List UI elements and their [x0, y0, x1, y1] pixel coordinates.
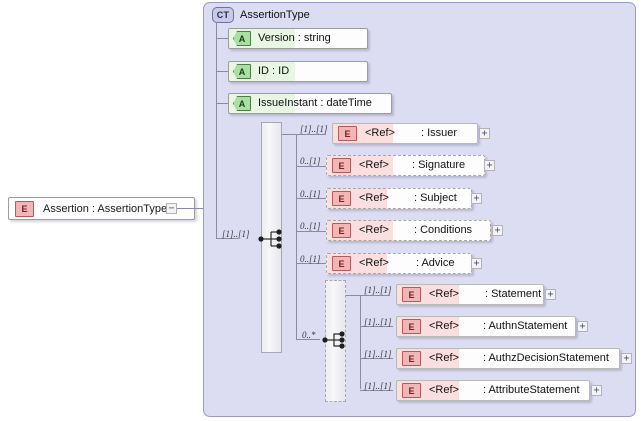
attribute-label: IssueInstant : dateTime — [258, 97, 372, 109]
element-ref: <Ref> — [429, 384, 459, 396]
sequence-cardinality: [1]..[1] — [222, 229, 250, 239]
connector-root-to-type — [177, 208, 203, 209]
attribute-row[interactable]: A Version : string — [228, 28, 368, 49]
child-cardinality: 0..[1] — [300, 189, 321, 199]
element-icon: E — [402, 287, 421, 302]
attribute-icon: A — [233, 64, 251, 79]
element-authnstatement[interactable]: E <Ref> : AuthnStatement — [396, 316, 576, 337]
child-cardinality: 0..[1] — [300, 156, 321, 166]
child-cardinality: 0..[1] — [300, 254, 321, 264]
connector-seq-1 — [282, 134, 326, 135]
element-name: : Issuer — [420, 127, 458, 139]
choice-cardinality: 0..* — [302, 330, 316, 340]
element-expand-toggle[interactable]: + — [545, 289, 556, 300]
element-attributestatement[interactable]: E <Ref> : AttributeStatement — [396, 380, 590, 401]
element-icon: E — [402, 319, 421, 334]
element-icon: E — [332, 191, 351, 206]
element-icon: E — [332, 158, 351, 173]
element-icon: E — [15, 200, 34, 217]
complextype-name: AssertionType — [240, 9, 310, 21]
attribute-row[interactable]: A IssueInstant : dateTime — [228, 93, 392, 114]
element-ref: <Ref> — [359, 159, 389, 171]
root-collapse-toggle[interactable]: − — [166, 203, 177, 214]
complextype-icon: CT — [212, 7, 234, 23]
connector-to-sequence — [216, 238, 238, 239]
element-subject[interactable]: E <Ref> : Subject — [326, 188, 472, 209]
connector-seq-2 — [296, 166, 326, 167]
child-cardinality: [1]..[1] — [364, 285, 392, 295]
element-expand-toggle[interactable]: + — [577, 321, 588, 332]
element-expand-toggle[interactable]: + — [621, 353, 632, 364]
connector-attr-2 — [216, 71, 228, 72]
attribute-label: Version : string — [258, 32, 331, 44]
element-statement[interactable]: E <Ref> : Statement — [396, 284, 544, 305]
element-ref: <Ref> — [359, 224, 389, 236]
element-name: : AttributeStatement — [482, 384, 580, 396]
element-expand-toggle[interactable]: + — [471, 258, 482, 269]
element-icon: E — [402, 383, 421, 398]
element-ref: <Ref> — [365, 127, 395, 139]
connector-attribute-spine — [216, 22, 217, 238]
element-expand-toggle[interactable]: + — [484, 160, 495, 171]
element-icon: E — [332, 223, 351, 238]
connector-attr-3 — [216, 103, 228, 104]
attribute-label: ID : ID — [258, 65, 290, 77]
element-name: : Conditions — [413, 224, 473, 236]
element-expand-toggle[interactable]: + — [471, 193, 482, 204]
element-icon: E — [332, 256, 351, 271]
attribute-icon: A — [233, 96, 251, 111]
element-name: : Statement — [484, 288, 542, 300]
element-name: : Advice — [415, 257, 455, 269]
element-ref: <Ref> — [359, 257, 389, 269]
sequence-compositor-icon — [258, 229, 282, 249]
element-authzdecisionstatement[interactable]: E <Ref> : AuthzDecisionStatement — [396, 348, 620, 369]
element-ref: <Ref> — [429, 288, 459, 300]
root-element-assertion[interactable]: E Assertion : AssertionType — [8, 197, 195, 220]
root-element-label: Assertion : AssertionType — [43, 202, 168, 215]
element-icon: E — [338, 126, 357, 141]
attribute-icon: A — [233, 31, 251, 46]
connector-attr-1 — [216, 38, 228, 39]
connector-seq-3 — [296, 198, 326, 199]
element-name: : AuthzDecisionStatement — [482, 352, 609, 364]
attribute-row[interactable]: A ID : ID — [228, 61, 368, 82]
connector-choice-spine — [360, 295, 361, 389]
element-conditions[interactable]: E <Ref> : Conditions — [326, 220, 491, 241]
child-cardinality: [1]..[1] — [364, 349, 392, 359]
connector-choice-1 — [346, 295, 390, 296]
element-icon: E — [402, 351, 421, 366]
element-ref: <Ref> — [429, 352, 459, 364]
connector-seq-4 — [296, 231, 326, 232]
element-ref: <Ref> — [429, 320, 459, 332]
complextype-header: CT AssertionType — [212, 7, 310, 23]
element-name: : AuthnStatement — [482, 320, 568, 332]
element-expand-toggle[interactable]: + — [591, 385, 602, 396]
connector-choice-3 — [360, 358, 393, 359]
child-cardinality: [1]..[1] — [300, 124, 328, 134]
child-cardinality: [1]..[1] — [364, 381, 392, 391]
element-signature[interactable]: E <Ref> : Signature — [326, 155, 485, 176]
connector-sequence-spine — [296, 134, 297, 339]
connector-choice-4 — [360, 390, 393, 391]
connector-choice-2 — [360, 326, 393, 327]
element-expand-toggle[interactable]: + — [492, 225, 503, 236]
element-expand-toggle[interactable]: + — [479, 128, 490, 139]
choice-compositor-icon — [322, 331, 345, 349]
element-issuer[interactable]: E <Ref> : Issuer — [332, 123, 478, 144]
child-cardinality: [1]..[1] — [364, 317, 392, 327]
element-name: : Signature — [411, 159, 466, 171]
connector-seq-5 — [296, 263, 326, 264]
child-cardinality: 0..[1] — [300, 221, 321, 231]
element-advice[interactable]: E <Ref> : Advice — [326, 253, 472, 274]
element-ref: <Ref> — [359, 192, 389, 204]
element-name: : Subject — [413, 192, 457, 204]
connector-seq-choice — [296, 339, 320, 340]
